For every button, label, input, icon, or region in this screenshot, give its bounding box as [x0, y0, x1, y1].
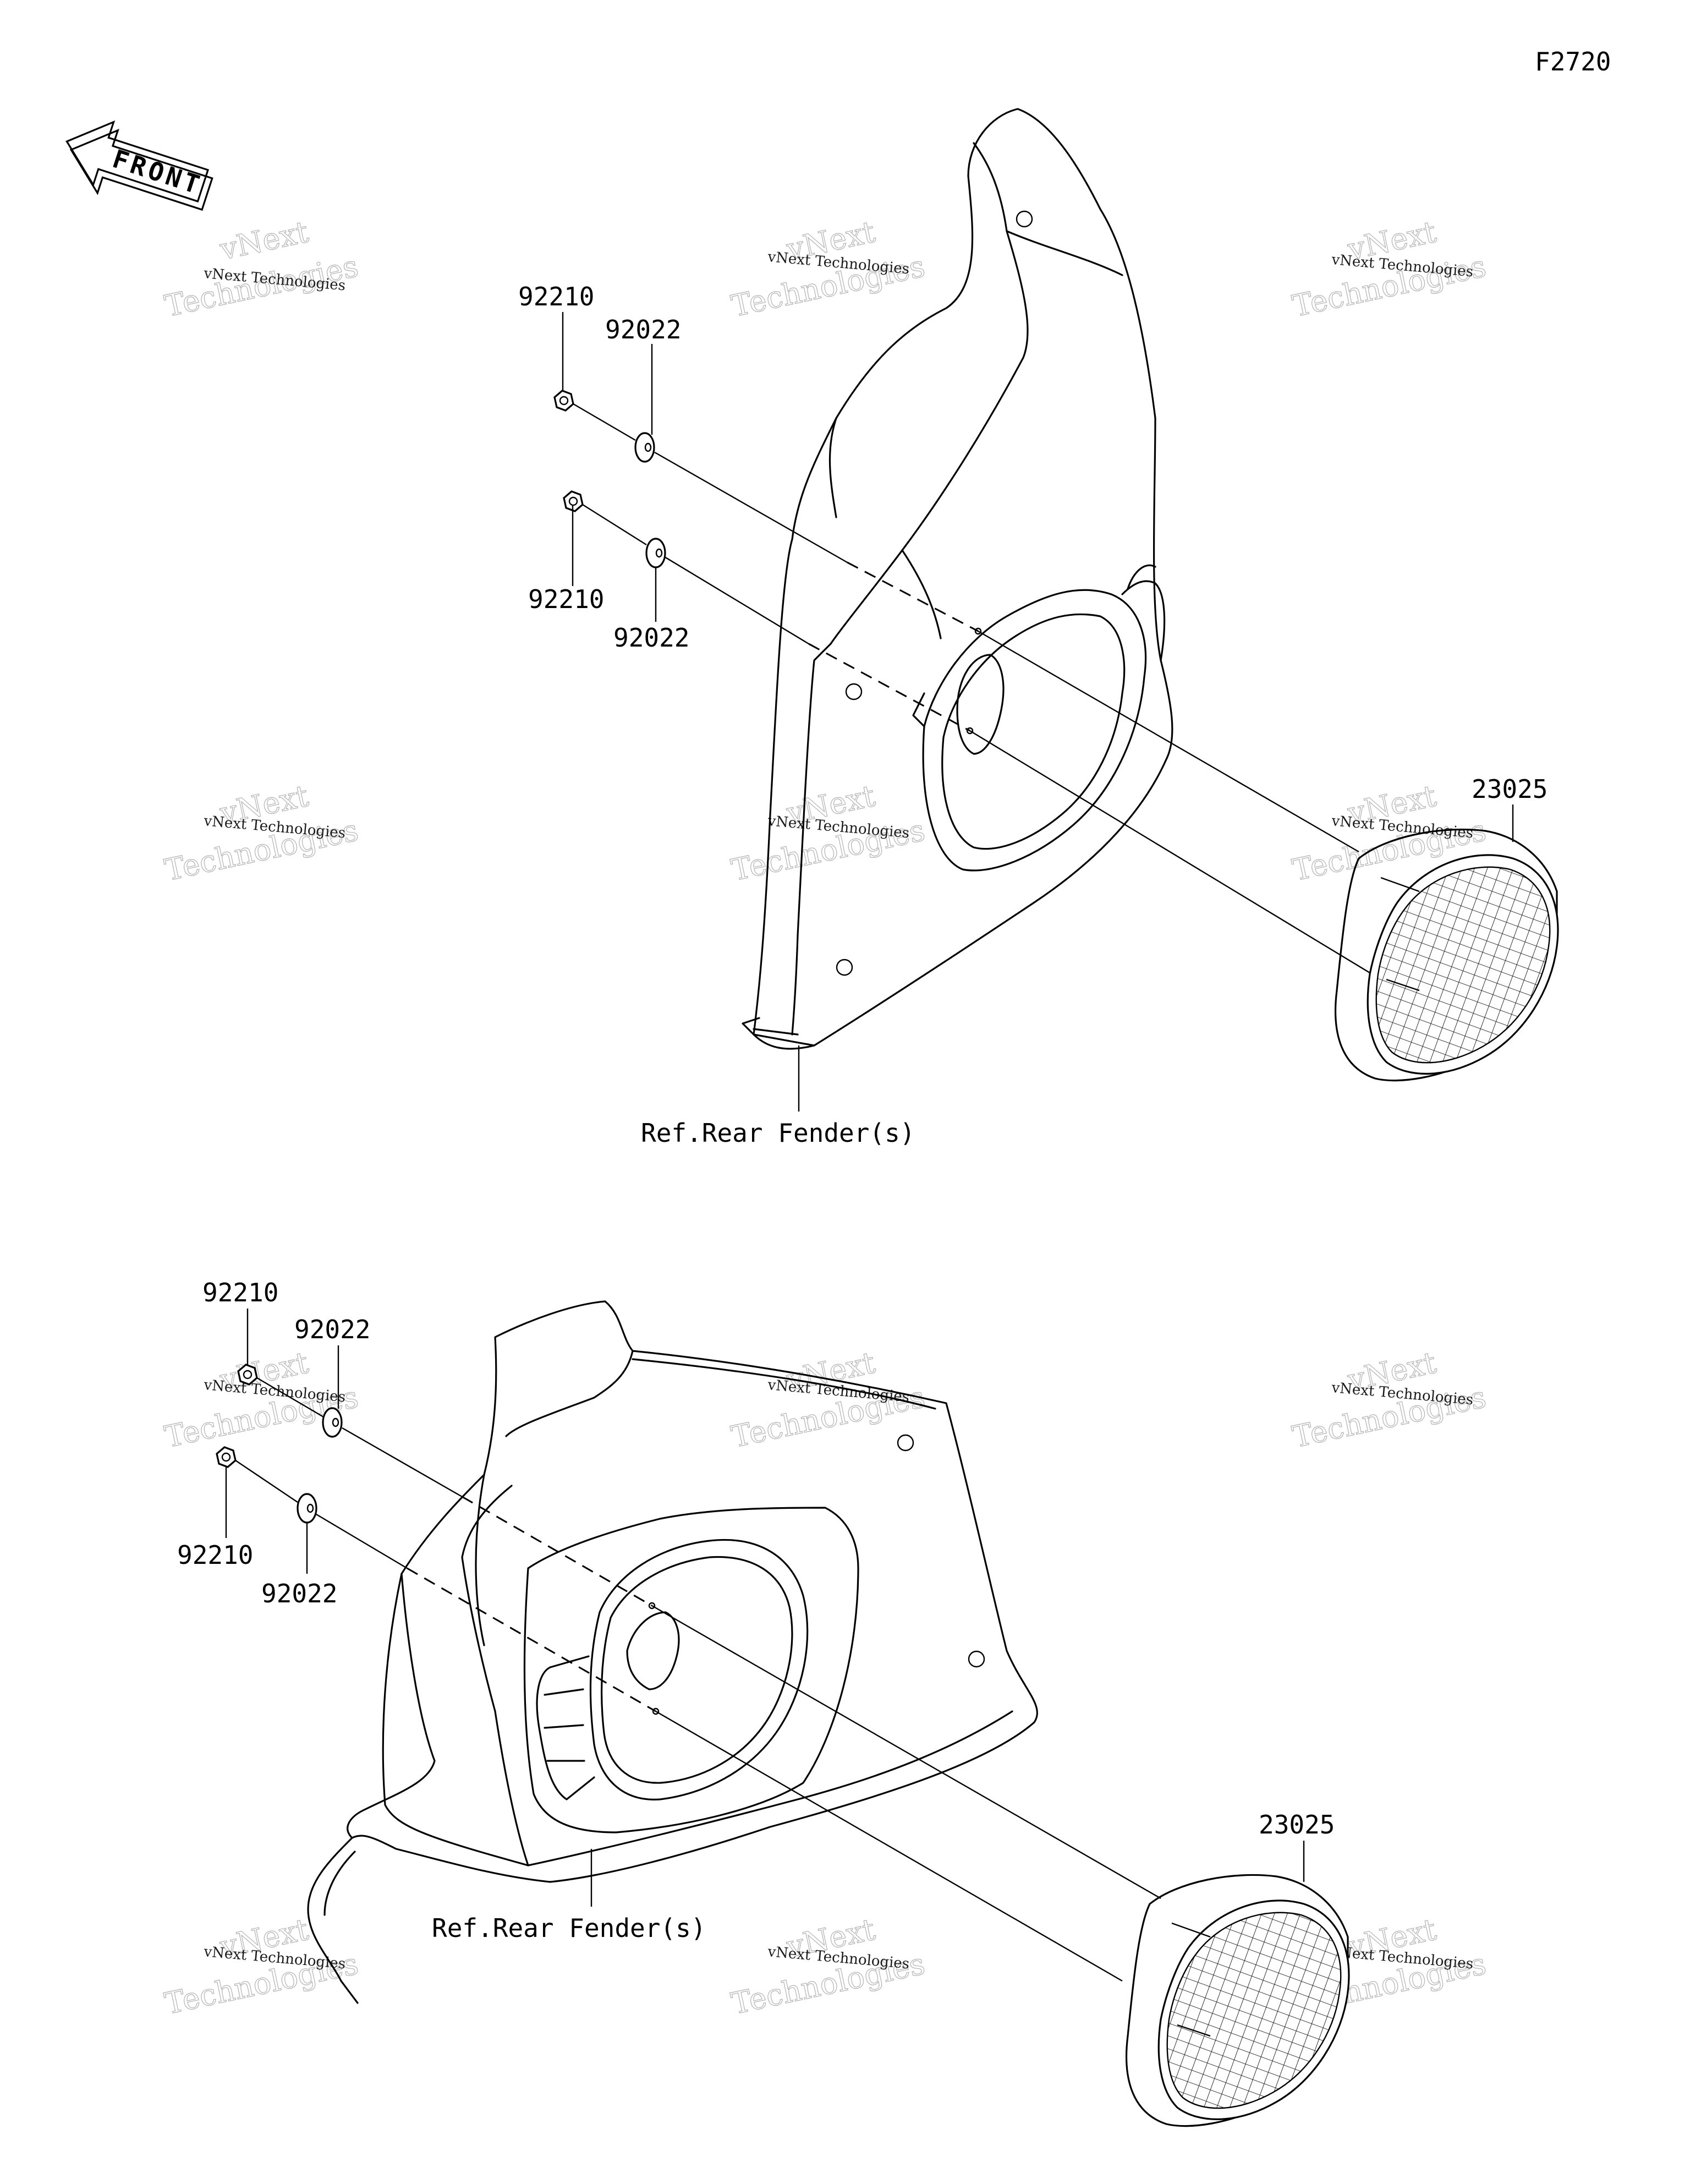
- rear-fender-bottom: [307, 1300, 1038, 2004]
- figure-code: F2720: [1535, 47, 1611, 76]
- part-number-label: 92022: [605, 315, 681, 344]
- front-direction-arrow-icon: FRONT: [65, 120, 213, 211]
- front-arrow-text: FRONT: [109, 144, 206, 200]
- part-number-label: 92210: [177, 1540, 253, 1570]
- top-assembly: 92210 92022 92210 92022 23025 Ref.Rear F…: [518, 108, 1559, 1148]
- part-number-label: 23025: [1472, 774, 1548, 804]
- part-number-label: 92210: [518, 282, 594, 311]
- washer-bottom-upper: [322, 1407, 343, 1438]
- nut-top-upper: [553, 390, 574, 412]
- reflector-top: [1335, 828, 1559, 1082]
- watermark-layer: vNext Technologies vNext Technologies vN…: [152, 205, 1490, 2022]
- part-number-label: 92022: [613, 623, 689, 653]
- part-number-label: 92210: [528, 584, 604, 614]
- reflector-bottom: [1126, 1874, 1350, 2127]
- reflector-housing-bottom: [523, 1507, 859, 1833]
- ref-fender-label: Ref.Rear Fender(s): [641, 1118, 915, 1148]
- bottom-assembly: 92210 92022 92210 92022 23025 Ref.Rear F…: [177, 1278, 1350, 2127]
- part-number-label: 92022: [294, 1315, 370, 1344]
- part-number-label: 92022: [261, 1579, 337, 1608]
- washer-bottom-lower: [297, 1493, 317, 1524]
- washer-top-lower: [645, 538, 666, 568]
- part-number-label: 23025: [1259, 1810, 1335, 1840]
- part-number-label: 92210: [202, 1278, 278, 1307]
- washer-top-upper: [634, 432, 655, 463]
- rear-fender-top: [742, 108, 1173, 1050]
- reflector-housing-top: [912, 564, 1166, 872]
- ref-fender-label: Ref.Rear Fender(s): [432, 1913, 706, 1943]
- nut-bottom-lower: [216, 1446, 237, 1468]
